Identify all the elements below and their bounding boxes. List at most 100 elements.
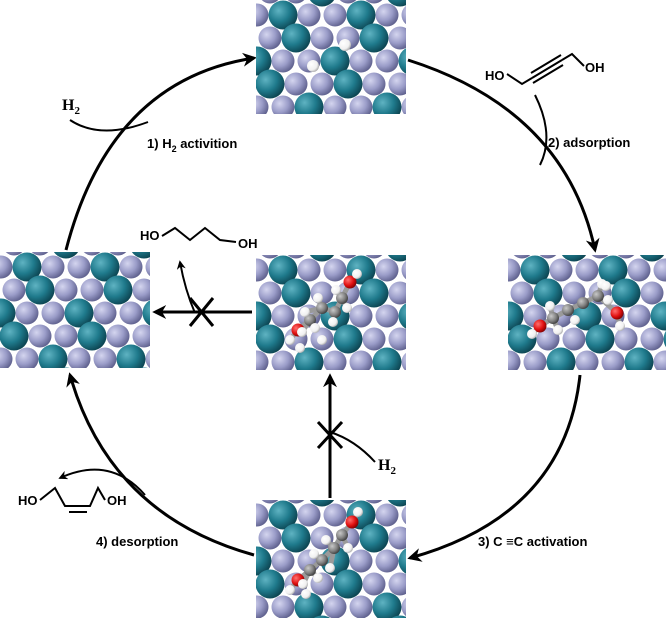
lavender-atom: [271, 95, 295, 114]
teal-atom: [0, 321, 29, 351]
butanediol-oh-label: OH: [238, 236, 258, 251]
teal-atom: [398, 48, 406, 74]
oxygen-atom: [533, 319, 547, 333]
arrow-left-to-top: [64, 52, 257, 251]
lavender-atom: [349, 49, 373, 73]
lavender-atom: [119, 301, 143, 325]
lavender-atom: [362, 72, 386, 96]
teal-atom: [386, 371, 415, 400]
teal-atom: [116, 344, 146, 368]
teal-atom: [64, 298, 94, 328]
teal-atom: [256, 69, 285, 99]
lavender-atom: [615, 374, 638, 397]
lavender-atom: [537, 374, 560, 397]
lavender-atom: [337, 374, 360, 397]
lavender-atom: [287, 0, 305, 4]
lavender-atom: [256, 503, 269, 527]
teal-atom: [533, 278, 563, 308]
teal-atom: [309, 255, 335, 262]
teal-atom: [313, 615, 331, 618]
carbon-atom: [329, 306, 341, 318]
lavender-atom: [349, 350, 373, 370]
lavender-atom: [284, 72, 308, 96]
lavender-atom: [256, 3, 269, 27]
lavender-atom: [271, 595, 295, 618]
carbon-atom: [336, 292, 348, 304]
hydrogen-atom: [317, 335, 327, 345]
teal-atom: [25, 275, 55, 305]
arrow-right-to-bottom: [407, 374, 582, 562]
teal-atom: [387, 500, 406, 507]
step3-label: 3) C ≡C activation: [478, 534, 587, 549]
surface-top-h-atoms: [233, 0, 406, 142]
teal-atom: [398, 303, 406, 329]
block-cross-bottom: [316, 420, 344, 450]
lavender-atom: [145, 257, 150, 277]
lavender-atom: [388, 26, 406, 50]
lavender-atom: [54, 278, 78, 302]
lavender-atom: [323, 3, 347, 27]
h2-blocked-arrow: [329, 431, 376, 463]
oxygen-atom: [343, 275, 357, 289]
lavender-atom: [591, 255, 609, 259]
lavender-atom: [562, 327, 586, 351]
lavender-atom: [109, 252, 127, 256]
lavender-atom: [640, 327, 664, 351]
teal-atom: [308, 371, 337, 400]
teal-atom: [294, 347, 324, 370]
lavender-atom: [41, 255, 65, 279]
hydrogen-atom: [301, 589, 311, 599]
lavender-atom: [106, 324, 130, 348]
lavender-atom: [258, 26, 282, 50]
teal-atom: [387, 0, 406, 7]
lavender-atom: [339, 255, 357, 259]
lavender-atom: [323, 595, 347, 618]
lavender-atom: [323, 258, 347, 282]
teal-atom: [372, 347, 402, 370]
hydrogen-atom: [343, 543, 353, 553]
lavender-atom: [485, 282, 508, 305]
lavender-atom: [323, 95, 347, 114]
lavender-atom: [261, 0, 279, 4]
lavender-atom: [337, 119, 360, 142]
carbon-atom: [562, 304, 574, 316]
butanediol-out-arrow: [176, 260, 196, 314]
lavender-atom: [375, 258, 399, 282]
lavender-atom: [285, 374, 308, 397]
hydrogen-atom: [307, 60, 319, 72]
teal-atom: [508, 301, 524, 331]
lavender-atom: [523, 350, 547, 370]
lavender-atom: [258, 526, 282, 550]
teal-atom: [611, 278, 641, 308]
lavender-atom: [67, 255, 91, 279]
teal-atom: [508, 324, 537, 354]
teal-atom: [131, 252, 150, 259]
teal-atom: [281, 278, 311, 308]
hydrogen-atom: [601, 281, 611, 291]
lavender-atom: [363, 374, 386, 397]
lavender-atom: [233, 73, 256, 96]
h2-reagent-top: H2: [62, 97, 80, 117]
teal-atom: [0, 252, 1, 253]
teal-atom: [398, 548, 406, 574]
lavender-atom: [310, 26, 334, 50]
lavender-atom: [297, 3, 321, 27]
carbon-atom: [577, 297, 589, 309]
teal-atom: [268, 0, 298, 30]
teal-atom: [561, 255, 587, 262]
lavender-atom: [29, 371, 52, 394]
lavender-atom: [310, 281, 334, 305]
hydrogen-atom: [331, 285, 341, 295]
hydrogen-atom: [615, 321, 625, 331]
block-cross-left: [188, 297, 215, 327]
teal-atom: [103, 275, 133, 305]
teal-atom: [256, 301, 272, 331]
carbon-atom: [547, 312, 559, 324]
lavender-atom: [485, 328, 508, 351]
hydrogen-atom: [313, 293, 323, 303]
lavender-atom: [375, 304, 399, 328]
lavender-atom: [3, 371, 26, 394]
lavender-atom: [653, 258, 666, 282]
teal-atom: [359, 23, 389, 53]
